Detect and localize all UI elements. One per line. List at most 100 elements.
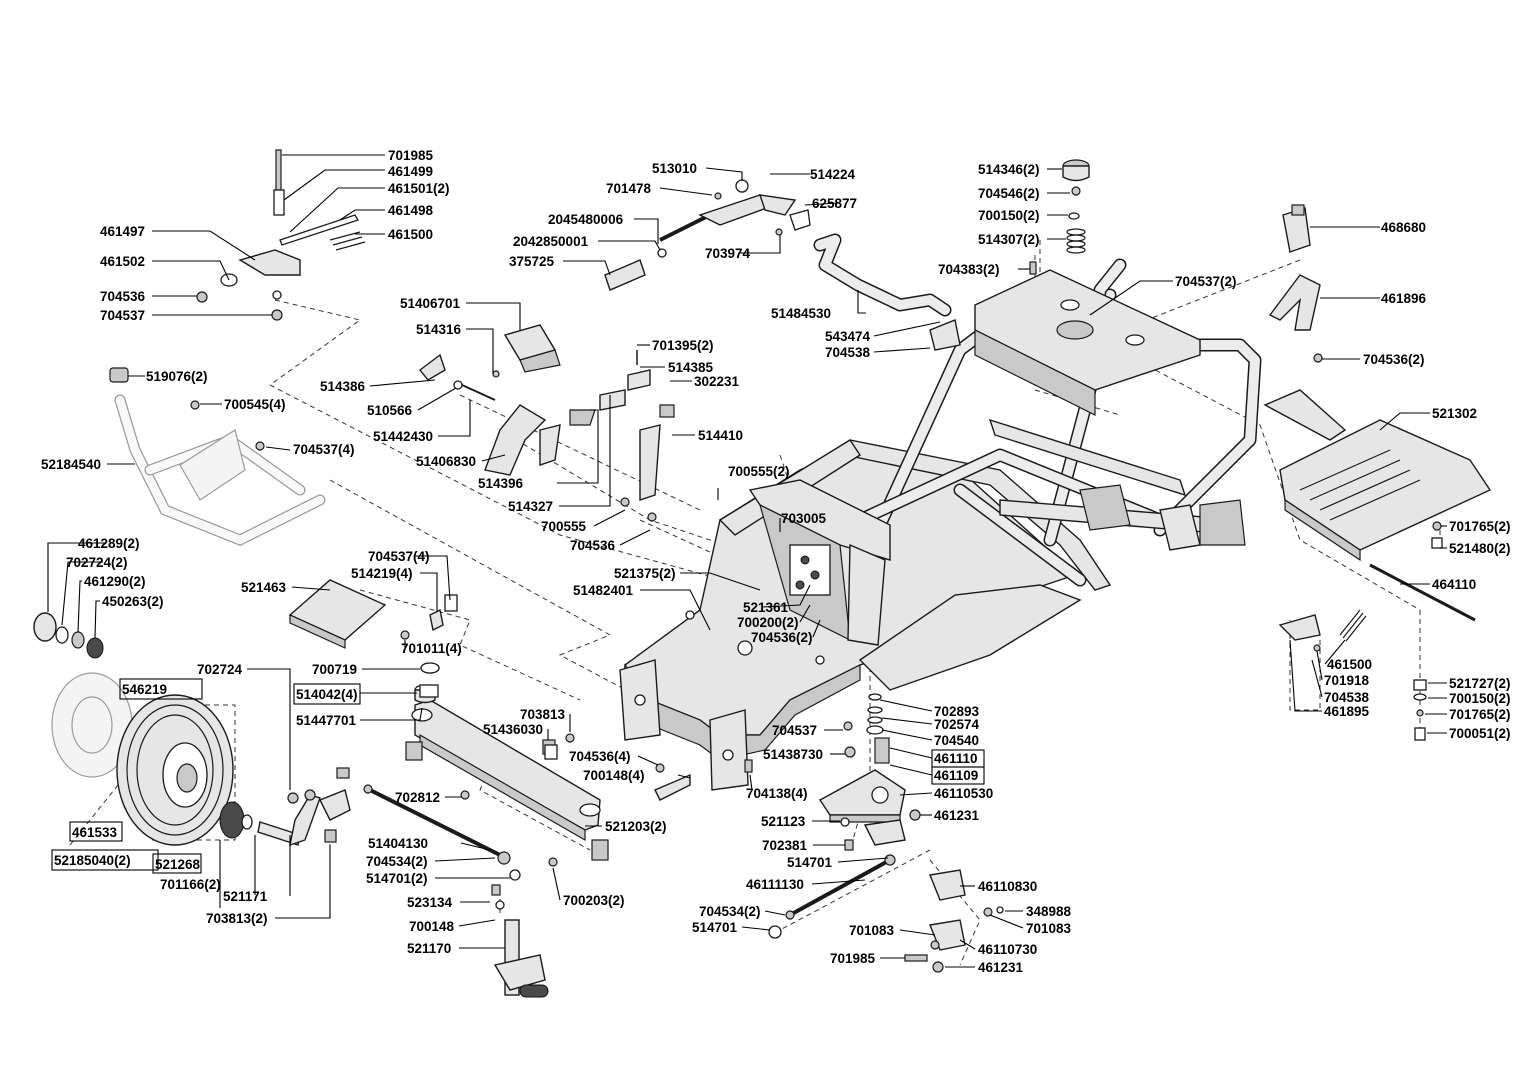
label-375725: 375725 [509, 254, 555, 269]
label-46111130: 46111130 [746, 877, 804, 892]
label-543474: 543474 [825, 329, 871, 344]
label-704540: 704540 [934, 733, 979, 748]
seat-spring-stack [1029, 159, 1090, 275]
label-51482401: 51482401 [573, 583, 634, 598]
label-702574: 702574 [934, 717, 980, 732]
label-461290: 461290(2) [84, 574, 146, 589]
label-701985-bottom: 701985 [830, 951, 876, 966]
label-510566: 510566 [367, 403, 413, 418]
part-number-labels: 701985 461499 461501(2) 461498 461500 46… [41, 148, 1511, 975]
label-519076: 519076(2) [146, 369, 208, 384]
label-461289: 461289(2) [78, 536, 140, 551]
label-51406830: 51406830 [416, 454, 476, 469]
label-523134: 523134 [407, 895, 453, 910]
label-702812: 702812 [395, 790, 440, 805]
label-704537-2: 704537(2) [1175, 274, 1237, 289]
steering-link-plates [904, 869, 1004, 973]
label-51438730: 51438730 [763, 747, 823, 762]
label-461109: 461109 [934, 768, 978, 783]
label-625877: 625877 [812, 196, 857, 211]
boxed-label-frames [51, 678, 985, 874]
label-461500-right: 461500 [1327, 657, 1372, 672]
label-514307: 514307(2) [978, 232, 1040, 247]
label-704536-2-right: 704536(2) [1363, 352, 1425, 367]
label-514385: 514385 [668, 360, 714, 375]
label-704536-2-center: 704536(2) [751, 630, 813, 645]
label-51436030: 51436030 [483, 722, 543, 737]
label-700051: 700051(2) [1449, 726, 1511, 741]
label-514396: 514396 [478, 476, 524, 491]
label-461895: 461895 [1324, 704, 1370, 719]
label-704537-sector: 704537 [772, 723, 817, 738]
label-521727: 521727(2) [1449, 676, 1511, 691]
label-514701-bottom: 514701 [692, 920, 738, 935]
label-521171: 521171 [223, 889, 268, 904]
label-700148: 700148 [409, 919, 455, 934]
label-514219: 514219(4) [351, 566, 413, 581]
label-514316: 514316 [416, 322, 462, 337]
label-461502: 461502 [100, 254, 145, 269]
label-704538-top: 704538 [825, 345, 871, 360]
label-2042850001: 2042850001 [513, 234, 589, 249]
label-521480: 521480(2) [1449, 541, 1511, 556]
label-702381: 702381 [762, 838, 808, 853]
label-701765-right: 701765(2) [1449, 707, 1511, 722]
label-514701-2: 514701(2) [366, 871, 428, 886]
label-701166: 701166(2) [160, 877, 221, 892]
label-546219: 546219 [122, 682, 167, 697]
label-2045480006: 2045480006 [548, 212, 624, 227]
label-701478: 701478 [606, 181, 652, 196]
label-514224: 514224 [810, 167, 856, 182]
label-704537-4-footrest: 704537(4) [368, 549, 430, 564]
label-701765-top: 701765(2) [1449, 519, 1511, 534]
label-521203: 521203(2) [605, 819, 667, 834]
label-51406701: 51406701 [400, 296, 461, 311]
steering-sector [744, 693, 921, 851]
label-701395: 701395(2) [652, 338, 714, 353]
label-701083-right: 701083 [1026, 921, 1072, 936]
label-461499: 461499 [388, 164, 433, 179]
seat-bracket-parts [1268, 204, 1323, 363]
label-521463: 521463 [241, 580, 287, 595]
label-701985: 701985 [388, 148, 434, 163]
label-704536-4: 704536(4) [569, 749, 631, 764]
label-450263: 450263(2) [102, 594, 164, 609]
label-521123: 521123 [761, 814, 806, 829]
label-46110730: 46110730 [978, 942, 1037, 957]
spindles [257, 767, 558, 998]
label-514346: 514346(2) [978, 162, 1040, 177]
label-461231-top: 461231 [934, 808, 980, 823]
label-700150-right: 700150(2) [1449, 691, 1511, 706]
label-521375: 521375(2) [614, 566, 676, 581]
label-521302: 521302 [1432, 406, 1477, 421]
label-51447701: 51447701 [296, 713, 357, 728]
front-wheels [33, 612, 253, 846]
label-700545: 700545(4) [224, 397, 286, 412]
brake-pedal-linkage [419, 324, 675, 522]
label-703974: 703974 [705, 246, 751, 261]
label-514327: 514327 [508, 499, 553, 514]
label-513010: 513010 [652, 161, 697, 176]
label-700555-2: 700555(2) [728, 464, 790, 479]
label-514410: 514410 [698, 428, 743, 443]
label-700203: 700203(2) [563, 893, 625, 908]
label-704536-pedal: 704536 [570, 538, 616, 553]
label-704537: 704537 [100, 308, 145, 323]
front-bumper-ghost [109, 367, 326, 547]
label-52185040: 52185040(2) [54, 853, 131, 868]
parking-brake-lever [604, 179, 961, 351]
label-703813: 703813 [520, 707, 566, 722]
label-701918: 701918 [1324, 673, 1370, 688]
label-701011: 701011(4) [401, 641, 462, 656]
label-514042: 514042(4) [296, 687, 358, 702]
right-side-small-parts [1278, 521, 1443, 741]
label-700150-top: 700150(2) [978, 208, 1040, 223]
label-464110: 464110 [1432, 577, 1476, 592]
label-461497: 461497 [100, 224, 145, 239]
label-461533: 461533 [72, 825, 118, 840]
label-704546: 704546(2) [978, 186, 1040, 201]
label-461896: 461896 [1381, 291, 1427, 306]
label-468680: 468680 [1381, 220, 1426, 235]
front-axle [405, 662, 609, 861]
